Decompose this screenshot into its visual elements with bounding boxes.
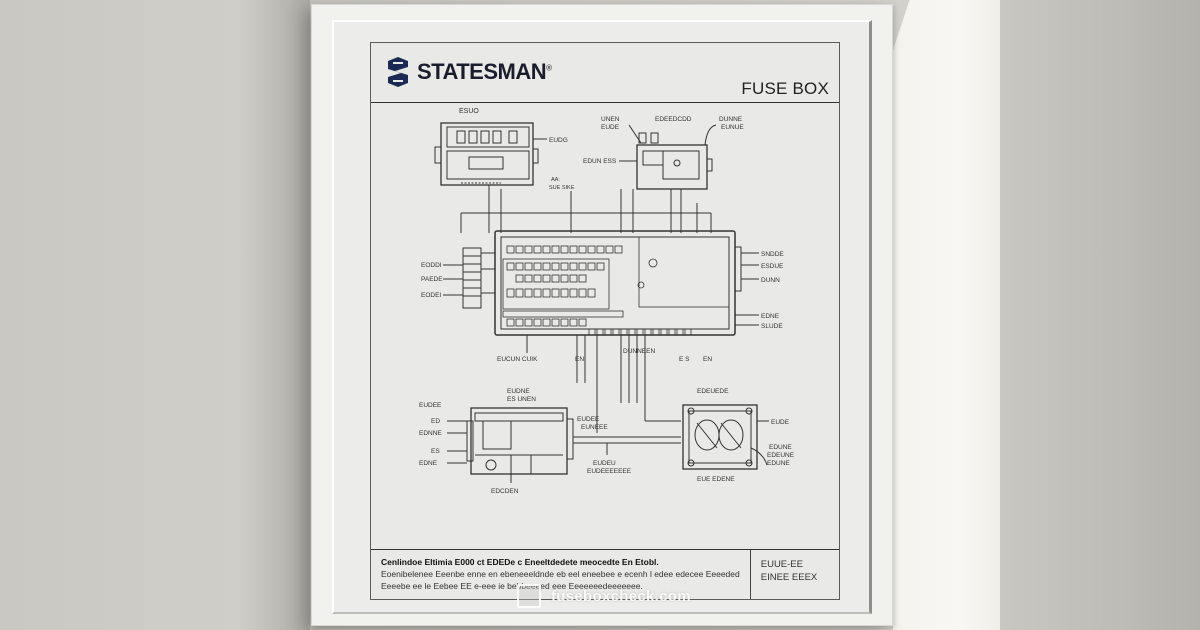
svg-text:EODDI: EODDI bbox=[421, 262, 442, 269]
svg-text:ED: ED bbox=[431, 418, 440, 425]
svg-text:DUNN: DUNN bbox=[761, 277, 780, 284]
poster-footer: Cenlindoe Eltimia E000 ct EDEDe c Eneelt… bbox=[371, 549, 839, 599]
svg-text:EUDEE: EUDEE bbox=[577, 416, 600, 423]
svg-text:SUE SIKE: SUE SIKE bbox=[549, 185, 575, 191]
svg-text:ES UNEN: ES UNEN bbox=[507, 396, 536, 403]
svg-text:EN: EN bbox=[575, 356, 584, 363]
main-fuse-panel: EODDI PAEDE EODEI SNDDE ESDUE DUNN EDNE … bbox=[421, 230, 784, 403]
svg-text:AA:: AA: bbox=[551, 177, 560, 183]
site-watermark: fuseboxcheck.com bbox=[517, 584, 691, 608]
brand-name: STATESMAN® bbox=[417, 59, 552, 84]
svg-text:SLUDE: SLUDE bbox=[761, 323, 783, 330]
svg-text:ESDUE: ESDUE bbox=[761, 263, 784, 270]
svg-text:E S: E S bbox=[679, 356, 690, 363]
footer-title-block: EUUE-EE EINEE EEEX bbox=[751, 550, 839, 599]
watermark-text: fuseboxcheck.com bbox=[551, 587, 691, 605]
svg-text:EUDG: EUDG bbox=[549, 137, 568, 144]
svg-text:DUNNEEN: DUNNEEN bbox=[623, 348, 655, 355]
poster-header: STATESMAN® FUSE BOX bbox=[371, 43, 839, 103]
svg-text:DUNNE: DUNNE bbox=[719, 116, 743, 123]
svg-text:EDEUNE: EDEUNE bbox=[767, 452, 795, 459]
svg-text:EUDEEEEEEE: EUDEEEEEEE bbox=[587, 468, 632, 475]
svg-text:EUNUE: EUNUE bbox=[721, 124, 744, 131]
svg-text:EUDNE: EUDNE bbox=[507, 388, 530, 395]
svg-text:EDUN ESS: EDUN ESS bbox=[583, 158, 617, 165]
svg-text:EN: EN bbox=[703, 356, 712, 363]
svg-text:EODEI: EODEI bbox=[421, 292, 441, 299]
svg-text:EDEEDCDD: EDEEDCDD bbox=[655, 116, 692, 123]
fan-module: EDEUEDE EUDE EDUNE EDEUNE EDUNE EUE EDEN… bbox=[596, 335, 795, 483]
footer-line: Eoenibelenee Eeenbe enne en ebeneeeldnde… bbox=[381, 569, 740, 579]
svg-text:SNDDE: SNDDE bbox=[761, 251, 784, 258]
svg-text:EUDEE: EUDEE bbox=[419, 402, 442, 409]
svg-text:EDUNE: EDUNE bbox=[769, 444, 792, 451]
footer-side-line: EUUE-EE bbox=[760, 559, 803, 570]
svg-text:EUE EDENE: EUE EDENE bbox=[697, 476, 735, 483]
wall-shadow bbox=[240, 0, 310, 630]
svg-text:EDUNE: EDUNE bbox=[767, 460, 790, 467]
wall-shaded-right bbox=[1000, 0, 1200, 630]
svg-text:EUCUN CUIK: EUCUN CUIK bbox=[497, 356, 538, 363]
wiring-diagram: ESUO EUDG AA: SUE SIKE UNEN EUDE EDEEDCD… bbox=[419, 108, 795, 495]
footer-line: Cenlindoe Eltimia E000 ct EDEDe c Eneelt… bbox=[381, 557, 659, 567]
picture-frame: STATESMAN® FUSE BOX ESUO EUDG AA: SUE SI… bbox=[311, 4, 893, 626]
connection-lines bbox=[460, 185, 712, 233]
schematic-poster: STATESMAN® FUSE BOX ESUO EUDG AA: SUE SI… bbox=[370, 42, 840, 600]
fuse-box-icon bbox=[517, 584, 541, 608]
s-shield-logo-icon bbox=[388, 57, 408, 87]
svg-text:EUDE: EUDE bbox=[771, 419, 790, 426]
footer-notes: Cenlindoe Eltimia E000 ct EDEDe c Eneelt… bbox=[371, 550, 751, 599]
footer-line: Eeeebe ee le Eebee EE e-eee ie bebbeeeed… bbox=[381, 581, 643, 591]
poster-title: FUSE BOX bbox=[741, 79, 829, 98]
sunlight-patch bbox=[893, 0, 1003, 630]
svg-text:PAEDE: PAEDE bbox=[421, 276, 443, 283]
brand-logo: STATESMAN® bbox=[385, 57, 552, 87]
svg-text:EUDE: EUDE bbox=[601, 124, 620, 131]
footer-side-line: EINEE EEEX bbox=[760, 572, 818, 583]
svg-text:EDCDEN: EDCDEN bbox=[491, 488, 519, 495]
svg-text:EUNEEE: EUNEEE bbox=[581, 424, 608, 431]
svg-text:EDNE: EDNE bbox=[419, 460, 438, 467]
svg-text:EDEUEDE: EDEUEDE bbox=[697, 388, 729, 395]
svg-text:ESUO: ESUO bbox=[459, 108, 479, 115]
svg-text:EUDEU: EUDEU bbox=[593, 460, 616, 467]
svg-text:UNEN: UNEN bbox=[601, 116, 620, 123]
relay-component: UNEN EUDE EDEEDCDD DUNNE EUNUE EDUN ESS bbox=[583, 116, 744, 190]
svg-text:ES: ES bbox=[431, 448, 440, 455]
svg-text:EDNNE: EDNNE bbox=[419, 430, 442, 437]
svg-text:EDNE: EDNE bbox=[761, 313, 780, 320]
meter-component: ESUO EUDG AA: SUE SIKE bbox=[434, 108, 575, 191]
control-unit: EUDNE ES UNEN EUDEE ED EDNNE ES EDNE EUD… bbox=[419, 388, 681, 495]
